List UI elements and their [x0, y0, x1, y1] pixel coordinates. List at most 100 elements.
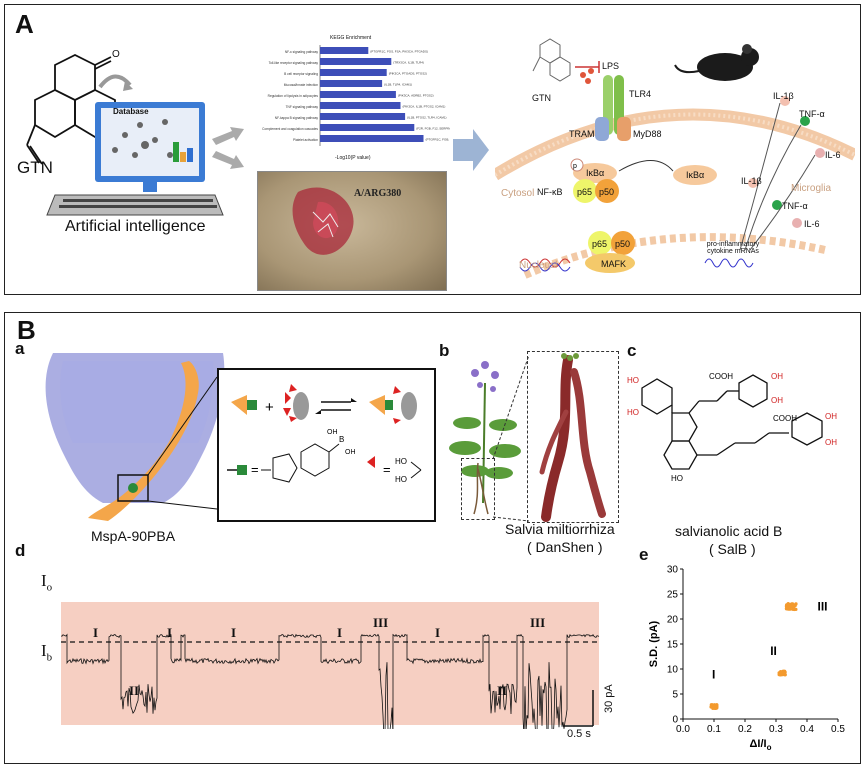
pw-ikba2: IκBα: [686, 170, 705, 180]
svg-text:=: =: [383, 462, 391, 477]
kegg-bar: [320, 102, 401, 109]
kegg-bar-label: Regulation of lipolysis in adipocytes: [268, 94, 319, 98]
svg-text:OH: OH: [771, 372, 783, 381]
svg-text:COOH: COOH: [773, 414, 797, 423]
state-label: I: [167, 625, 173, 640]
kegg-bar: [320, 124, 415, 131]
pw-il1b-bot: IL-1β: [741, 176, 762, 186]
scatter-point: [786, 602, 790, 606]
kegg-bar: [320, 58, 392, 65]
pw-myd88: MyD88: [633, 129, 662, 139]
svg-text:p: p: [573, 163, 577, 170]
pw-il6-top: IL-6: [825, 150, 841, 160]
panel-a: A N O GTN: [4, 4, 861, 295]
trace-line: [61, 633, 600, 729]
x-axis-label: ΔI/Io: [750, 738, 772, 752]
y-tick-label: 15: [667, 640, 679, 651]
sub-d: d: [15, 541, 26, 560]
scatter-point: [783, 673, 787, 677]
kegg-bar-label: NF-kappa B signaling pathway: [275, 116, 319, 120]
state-label: II: [129, 683, 140, 698]
kegg-bar: [320, 91, 396, 98]
kegg-bar-label: NF-κ signaling pathway: [285, 50, 319, 54]
kegg-chart: KEGG Enrichment NF-κ signaling pathway(P…: [250, 35, 483, 165]
pw-p50-n: p50: [615, 239, 631, 249]
ib-label: Ib: [41, 641, 52, 663]
gtn-label: GTN: [17, 158, 53, 177]
kegg-bar: [320, 80, 383, 87]
svg-text:=: =: [251, 462, 259, 477]
kegg-bar-genes: (PIK3CA, PTGADS, PTGS2): [389, 72, 427, 76]
x-tick-label: 0.1: [707, 724, 721, 735]
scale-bar: [563, 690, 594, 727]
plant-common: ( DanShen ): [527, 539, 603, 555]
kegg-bar-genes: (IL1B, TLR4, ICAM1): [384, 83, 412, 87]
kegg-bar-label: B cell receptor signaling: [284, 72, 318, 76]
scatter-point: [714, 704, 718, 708]
x-tick-label: 0.2: [738, 724, 752, 735]
pw-tnfa-bot: TNF-α: [782, 201, 808, 211]
y-axis-label: S.D. (pA): [648, 620, 660, 667]
kegg-bars: NF-κ signaling pathway (PTGFR1C, FGS, FSA…: [262, 45, 483, 146]
panel-b-letter: B: [17, 315, 36, 345]
scatter-point: [778, 671, 782, 675]
arrows-to-results: [212, 127, 244, 169]
kegg-bar: [320, 135, 424, 142]
salb-structure: HO HO HO COOH OH OH COOH OH OH: [627, 372, 837, 483]
mspa-label: MspA-90PBA: [91, 528, 176, 544]
io-main: I: [41, 571, 47, 590]
root-box-small: [461, 458, 495, 520]
ib-main: I: [41, 641, 47, 660]
database-label: Database: [113, 107, 149, 116]
scale-x-label: 0.5 s: [567, 728, 591, 740]
cluster-label: III: [818, 600, 828, 614]
pw-nfkb: NF-κB: [537, 187, 563, 197]
scatter-cluster-III: [784, 601, 798, 612]
zoom-lines: [147, 376, 218, 510]
svg-text:OH: OH: [825, 412, 837, 421]
pw-tram: TRAM: [569, 129, 595, 139]
kegg-bar-genes: (TRX3CA, IL1B, TLR4): [393, 61, 424, 65]
svg-text:HO: HO: [627, 376, 639, 385]
pw-tnfa-top: TNF-α: [799, 109, 825, 119]
svg-text:OH: OH: [345, 449, 356, 456]
scatter-point: [790, 604, 794, 608]
kegg-bar-label: Toll-like receptor signaling pathway: [269, 61, 319, 65]
kegg-bar-label: Mucosal/innate infection: [284, 83, 318, 87]
pw-nucleus: Nucleusl: [519, 260, 558, 271]
svg-text:OH: OH: [825, 438, 837, 447]
kegg-bar-label: Platelet activation: [293, 138, 318, 142]
trace-bg: [61, 602, 599, 725]
svg-text:HO: HO: [395, 475, 407, 484]
kegg-bar-genes: (F2R, FGB, F12, SERPINE1): [416, 127, 450, 131]
docking-label: A/ARG380: [354, 188, 402, 199]
reaction-box: + = B OH: [217, 368, 436, 522]
cluster-label: II: [770, 644, 777, 658]
kegg-bar-label: TNF signaling pathway: [286, 105, 319, 109]
x-tick-label: 0.3: [769, 724, 783, 735]
io-sub: o: [46, 581, 53, 594]
panel-a-letter: A: [15, 9, 34, 39]
cluster-label: I: [712, 668, 715, 682]
state-label: I: [435, 625, 441, 640]
root-box-large: [527, 351, 619, 523]
state-label: I: [337, 625, 343, 640]
pw-il1b-top: IL-1β: [773, 91, 794, 101]
kegg-bar: [320, 113, 406, 120]
kegg-bar-genes: (PTGFR1C, FGS, FSA, PIK3CA, PTGADS): [370, 50, 428, 54]
sub-e: e: [639, 545, 649, 564]
scale-y-label: 30 pA: [603, 684, 615, 713]
svg-text:OH: OH: [327, 429, 338, 436]
pw-cytosol: Cytosol: [501, 188, 535, 199]
svg-text:O: O: [112, 49, 120, 60]
state-label: I: [93, 625, 99, 640]
y-tick-label: 30: [667, 565, 679, 576]
kegg-bar: [320, 47, 369, 54]
pw-p50: p50: [599, 187, 615, 197]
zoom-dashed-lines: [492, 354, 530, 522]
scatter-cluster-II: [777, 669, 787, 677]
pw-tlr4: TLR4: [629, 89, 652, 99]
svg-text:OH: OH: [771, 396, 783, 405]
scatter-cluster-I: [709, 703, 719, 711]
